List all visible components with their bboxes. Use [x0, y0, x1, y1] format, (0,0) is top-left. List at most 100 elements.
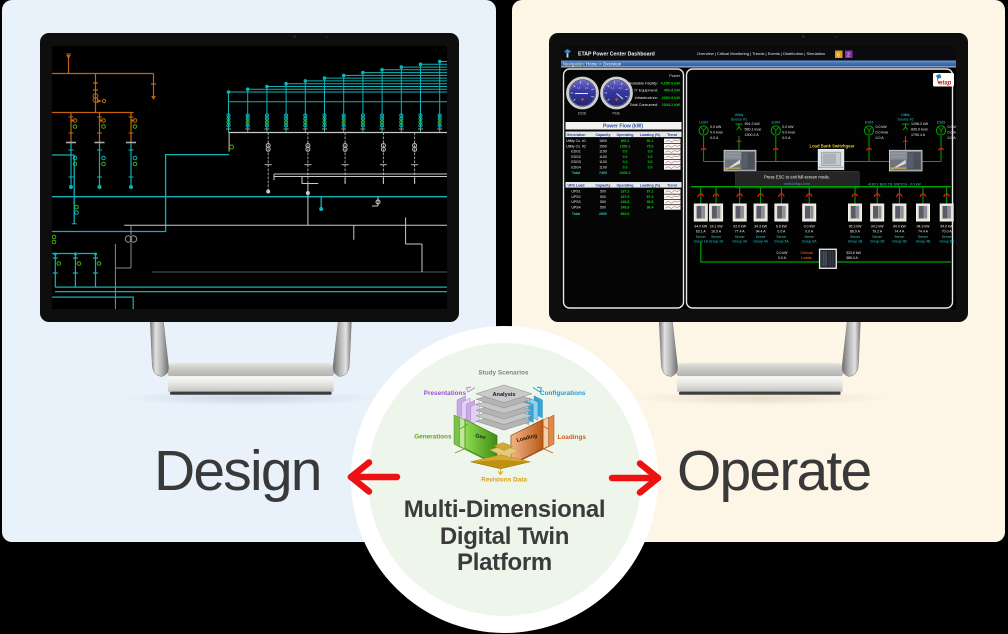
svg-text:Analysis: Analysis — [492, 392, 515, 398]
svg-text:UPS Load: UPS Load — [568, 183, 585, 187]
svg-text:Server: Server — [696, 235, 707, 239]
svg-text:Group 2A: Group 2A — [709, 240, 724, 244]
svg-text:323.6 kW: 323.6 kW — [846, 251, 861, 255]
svg-text:0.0 kvar: 0.0 kvar — [948, 131, 957, 135]
svg-text:U364: U364 — [699, 121, 708, 125]
svg-text:Group 4B: Group 4B — [916, 240, 931, 244]
svg-text:246.6: 246.6 — [621, 206, 630, 210]
svg-text:246.8: 246.8 — [621, 200, 630, 204]
svg-text:0.0 A: 0.0 A — [778, 256, 787, 260]
svg-text:1.4: 1.4 — [611, 87, 615, 90]
svg-text:web4.etap.com: web4.etap.com — [784, 182, 810, 186]
svg-text:E364: E364 — [865, 121, 873, 125]
svg-text:0.0 kW: 0.0 kW — [777, 251, 789, 255]
svg-text:0.0 kvar: 0.0 kvar — [782, 131, 796, 135]
svg-text:2: 2 — [847, 52, 850, 58]
svg-text:830.0 kvar: 830.0 kvar — [911, 128, 929, 132]
svg-text:0.0 kW: 0.0 kW — [782, 125, 794, 129]
svg-text:0.0 kvar: 0.0 kvar — [710, 131, 724, 135]
svg-text:63.1 A: 63.1 A — [696, 230, 707, 234]
svg-text:94.9 kW: 94.9 kW — [893, 225, 907, 229]
svg-text:ETAP Power Center Dashboard: ETAP Power Center Dashboard — [578, 52, 655, 58]
svg-text:1100: 1100 — [599, 160, 607, 164]
svg-text:1298.2 kW: 1298.2 kW — [911, 122, 929, 126]
svg-text:Infrastructure:: Infrastructure: — [635, 96, 658, 100]
svg-text:Group 3A: Group 3A — [732, 240, 747, 244]
svg-text:0.0 A: 0.0 A — [948, 136, 957, 140]
svg-text:Server: Server — [872, 235, 883, 239]
svg-text:0.0 kW: 0.0 kW — [804, 225, 816, 229]
svg-text:2000.2: 2000.2 — [620, 171, 631, 175]
svg-text:1.4: 1.4 — [577, 87, 581, 90]
svg-text:0.0: 0.0 — [623, 150, 628, 154]
svg-text:1300.2 A: 1300.2 A — [745, 133, 760, 137]
svg-text:500: 500 — [600, 206, 606, 210]
svg-text:Home > Overview: Home > Overview — [586, 61, 622, 66]
svg-text:2.4: 2.4 — [619, 87, 623, 90]
svg-text:10.0 A: 10.0 A — [711, 230, 722, 234]
svg-text:Critical: Critical — [800, 251, 812, 255]
svg-text:PUE: PUE — [613, 112, 621, 116]
svg-text:Capacity: Capacity — [596, 183, 611, 187]
svg-text:1350.1: 1350.1 — [620, 144, 631, 148]
svg-text:IT Equipment:: IT Equipment: — [634, 89, 658, 93]
svg-text:Trend: Trend — [667, 183, 677, 187]
svg-text:86.0 A: 86.0 A — [850, 230, 861, 234]
svg-text:0.0: 0.0 — [623, 155, 628, 159]
svg-text:0.0: 0.0 — [623, 160, 628, 164]
svg-text:Loadings: Loadings — [558, 434, 587, 441]
svg-text:UPS4: UPS4 — [571, 206, 580, 210]
svg-text:4,090.6 kW: 4,090.6 kW — [661, 82, 681, 86]
svg-text:95.3 kW: 95.3 kW — [849, 225, 863, 229]
svg-text:E365: E365 — [937, 121, 945, 125]
svg-text:Group 3B: Group 3B — [892, 240, 907, 244]
svg-text:0.0: 0.0 — [648, 160, 653, 164]
svg-text:94.0 kW: 94.0 kW — [940, 225, 954, 229]
svg-text:Navigation:: Navigation: — [563, 61, 585, 66]
svg-text:UPS2: UPS2 — [571, 195, 580, 199]
svg-text:79.2 A: 79.2 A — [872, 230, 883, 234]
svg-text:0.0 A: 0.0 A — [805, 230, 814, 234]
svg-text:34.2 kW: 34.2 kW — [871, 225, 885, 229]
svg-text:580.1 kvar: 580.1 kvar — [745, 128, 763, 132]
svg-text:Server: Server — [756, 235, 767, 239]
svg-text:Power: Power — [669, 74, 680, 78]
svg-text:500: 500 — [600, 200, 606, 204]
svg-text:Utility: Utility — [901, 113, 910, 117]
svg-text:90.1: 90.1 — [647, 139, 654, 143]
svg-text:EDG3: EDG3 — [571, 160, 581, 164]
svg-text:1500: 1500 — [599, 144, 607, 148]
svg-text:Group 5A: Group 5A — [774, 240, 789, 244]
svg-text:77.4 A: 77.4 A — [735, 230, 746, 234]
svg-text:95.8: 95.8 — [647, 200, 654, 204]
svg-text:2000: 2000 — [599, 212, 607, 216]
svg-text:6.6 kW: 6.6 kW — [776, 225, 788, 229]
svg-text:EDG2: EDG2 — [571, 155, 581, 159]
svg-text:1100: 1100 — [599, 150, 607, 154]
svg-text:Generations: Generations — [414, 434, 452, 441]
svg-text:Trend: Trend — [667, 133, 677, 137]
svg-text:Server: Server — [894, 235, 905, 239]
svg-text:DCiE: DCiE — [578, 112, 587, 116]
svg-text:Server: Server — [711, 235, 722, 239]
svg-text:70.0 A: 70.0 A — [942, 230, 953, 234]
svg-text:74.4 A: 74.4 A — [894, 230, 905, 234]
svg-text:Revisions Data: Revisions Data — [481, 477, 527, 484]
svg-text:EDG1: EDG1 — [571, 150, 581, 154]
svg-text:2060.9 kW: 2060.9 kW — [662, 96, 681, 100]
svg-text:0.0 kW: 0.0 kW — [876, 125, 888, 129]
svg-text:94.4 A: 94.4 A — [756, 230, 767, 234]
svg-text:0.0 kW: 0.0 kW — [710, 125, 722, 129]
svg-text:Loads: Loads — [801, 256, 812, 260]
svg-text:96.4: 96.4 — [647, 206, 654, 210]
svg-text:24.1 kW: 24.1 kW — [710, 225, 724, 229]
svg-text:94.9 kW: 94.9 kW — [917, 225, 931, 229]
svg-text:Study Scenarios: Study Scenarios — [478, 370, 529, 377]
svg-text:450.8 kW: 450.8 kW — [664, 89, 681, 93]
svg-text:2044.2 kW: 2044.2 kW — [662, 103, 681, 107]
svg-text:389.4 A: 389.4 A — [846, 256, 859, 260]
svg-text:Source #2: Source #2 — [897, 118, 913, 122]
svg-text:Server: Server — [918, 235, 929, 239]
svg-text:Capacity: Capacity — [596, 133, 611, 137]
svg-text:1790.4 A: 1790.4 A — [911, 133, 926, 137]
